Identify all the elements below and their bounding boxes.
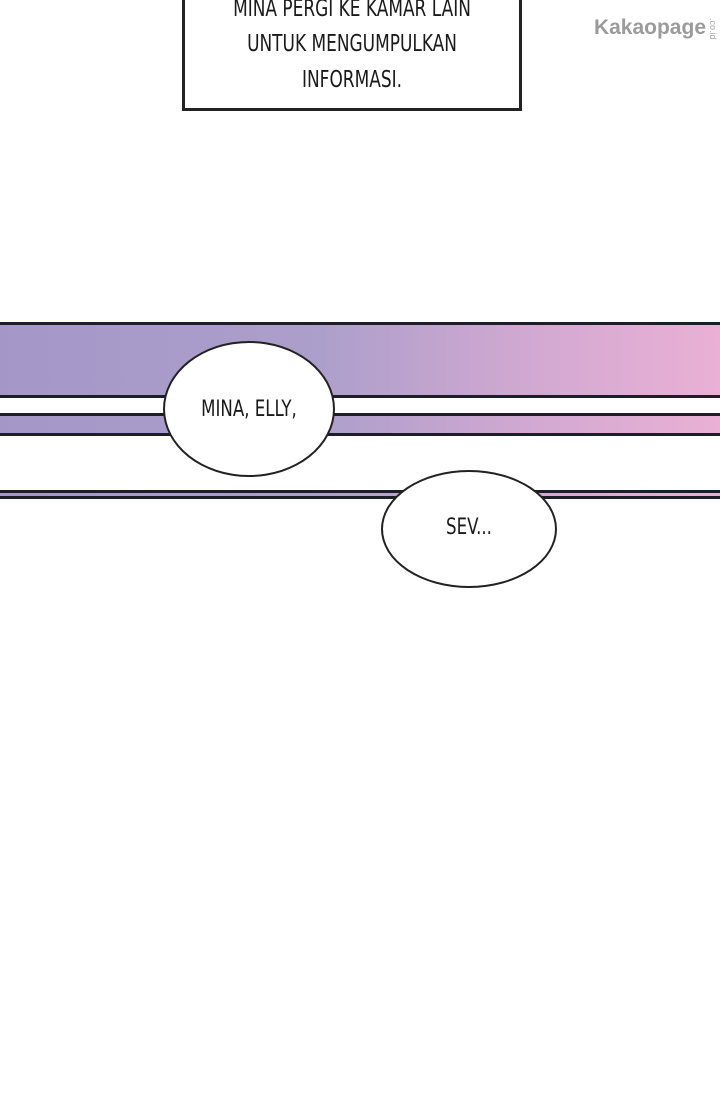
narration-caption-box: MINA PERGI KE KAMAR LAIN UNTUK MENGUMPUL… xyxy=(182,0,522,111)
lower-rule-top xyxy=(0,490,720,493)
gradient-band-main xyxy=(0,325,720,395)
lower-rule-bottom xyxy=(0,496,720,499)
gradient-band-thin xyxy=(0,416,720,433)
speech-bubble-1-text: MINA, ELLY, xyxy=(201,397,297,422)
speech-bubble-2-text: SEV... xyxy=(446,515,492,540)
thin-band-bottom-rule xyxy=(0,433,720,436)
speech-bubble-1: MINA, ELLY, xyxy=(163,341,335,477)
thin-band-top-rule xyxy=(0,413,720,416)
watermark-brand: Kakaopage xyxy=(593,16,706,39)
caption-line-2: UNTUK MENGUMPULKAN xyxy=(247,31,457,57)
gradient-band-hairline xyxy=(0,493,720,496)
watermark-suffix: .co.id xyxy=(708,18,718,40)
speech-bubble-2: SEV... xyxy=(381,470,557,588)
band-bottom-rule xyxy=(0,395,720,398)
band-top-rule xyxy=(0,322,720,325)
caption-line-1: MINA PERGI KE KAMAR LAIN xyxy=(233,0,471,22)
caption-line-3: INFORMASI. xyxy=(301,67,402,93)
